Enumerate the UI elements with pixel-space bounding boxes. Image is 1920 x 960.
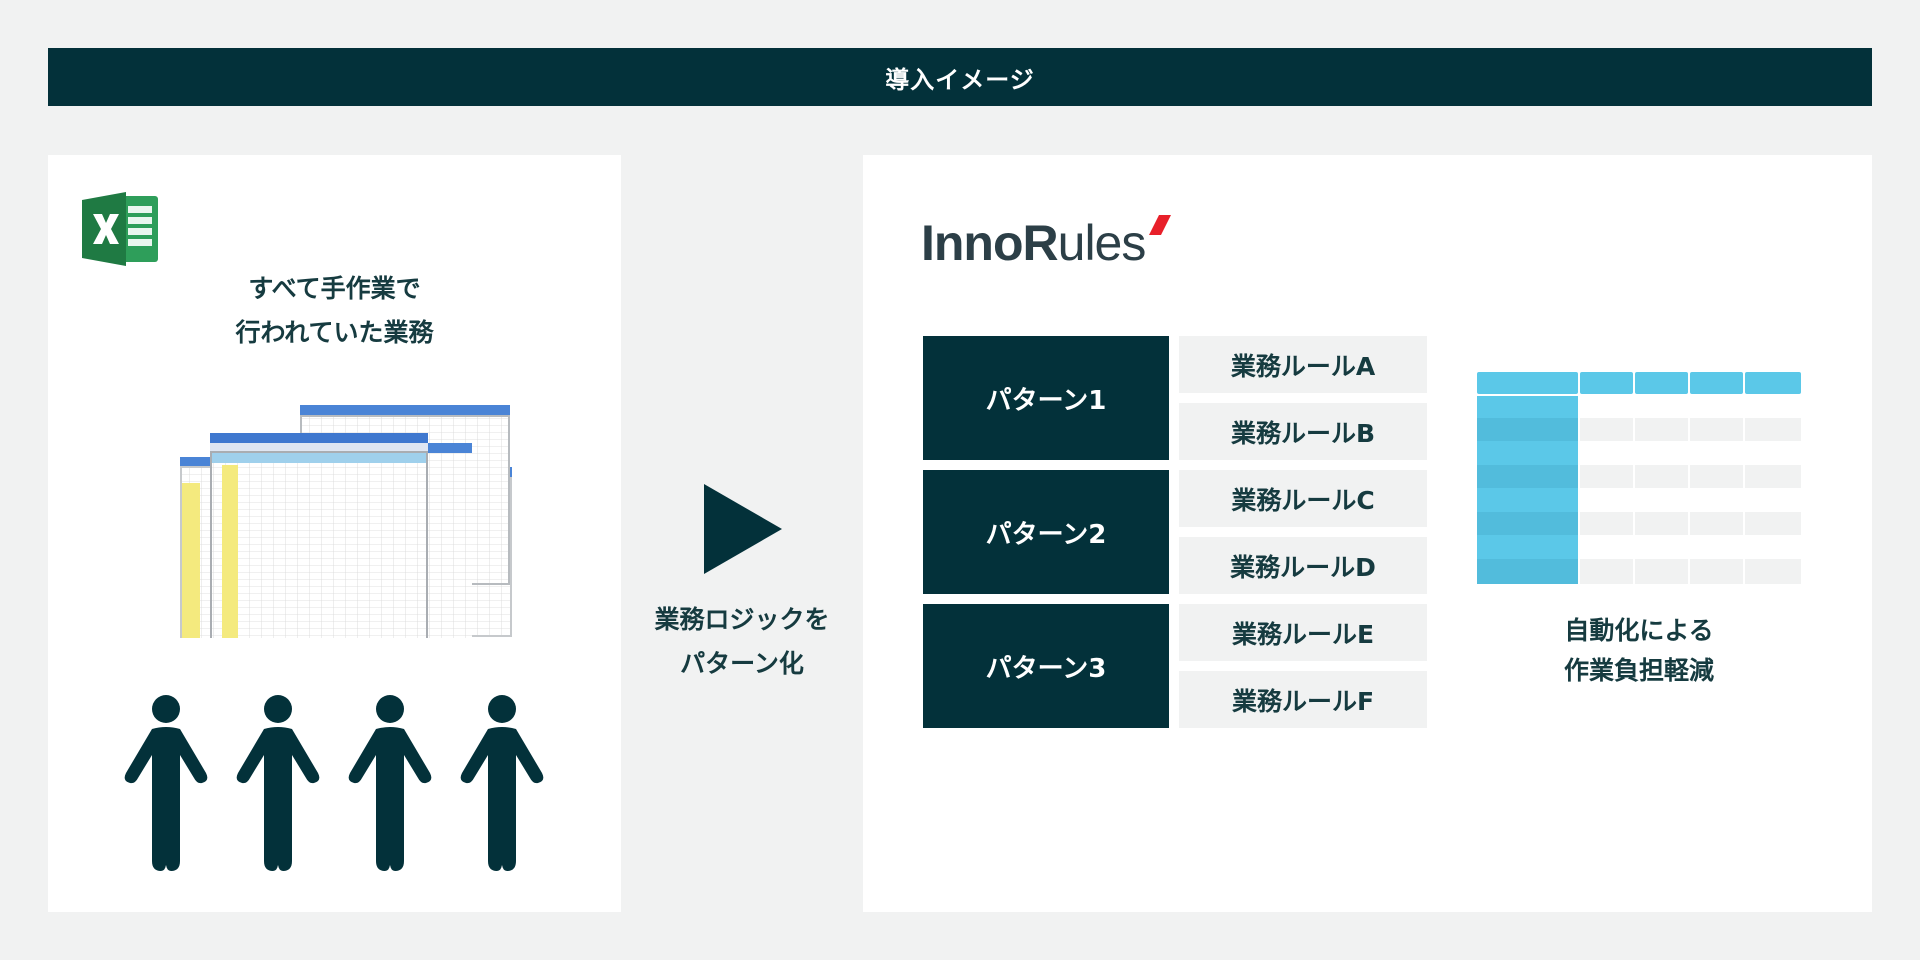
rule-label: 業務ルールF: [1231, 686, 1375, 716]
pattern-label: パターン2: [985, 519, 1107, 550]
pattern-box: パターン2: [923, 470, 1169, 594]
rule-label: 業務ルールE: [1231, 619, 1375, 649]
rule-label: 業務ルールD: [1230, 552, 1376, 582]
caption-line: 行われていた業務: [235, 318, 434, 347]
person-icon: [124, 695, 208, 871]
rule-box: 業務ルールB: [1179, 403, 1427, 460]
logo-accent-icon: [1149, 215, 1172, 235]
rule-box: 業務ルールD: [1179, 537, 1427, 594]
logo-bold: InnoR: [921, 215, 1059, 271]
workers-group: [124, 695, 544, 871]
pattern-box: パターン3: [923, 604, 1169, 728]
pattern-label: パターン1: [985, 385, 1107, 416]
person-icon: [348, 695, 432, 871]
person-icon: [236, 695, 320, 871]
arrow-caption: 業務ロジックを パターン化: [621, 598, 863, 686]
page-title: 導入イメージ: [885, 65, 1035, 94]
manual-work-panel: すべて手作業で 行われていた業務: [48, 155, 621, 912]
innorules-panel: InnoRules パターン1 業務ルールA 業務ルールB パターン2 業務ルー…: [863, 155, 1872, 912]
rule-label: 業務ルールC: [1231, 485, 1375, 515]
rule-box: 業務ルールC: [1179, 470, 1427, 527]
rule-box: 業務ルールE: [1179, 604, 1427, 661]
transform-arrow: 業務ロジックを パターン化: [621, 480, 863, 700]
caption-line: 作業負担軽減: [1563, 656, 1714, 685]
innorules-logo: InnoRules: [921, 213, 1172, 273]
logo-text: InnoRules: [921, 213, 1147, 273]
manual-work-caption: すべて手作業で 行われていた業務: [48, 267, 621, 355]
rule-box: 業務ルールA: [1179, 336, 1427, 393]
logo-light: ules: [1057, 215, 1147, 271]
automated-table-graphic: [1477, 372, 1801, 584]
person-icon: [460, 695, 544, 871]
pattern-box: パターン1: [923, 336, 1169, 460]
rule-box: 業務ルールF: [1179, 671, 1427, 728]
rule-label: 業務ルールA: [1230, 351, 1376, 381]
caption-line: 自動化による: [1564, 616, 1714, 645]
excel-icon: [82, 192, 158, 266]
play-arrow-icon: [704, 484, 782, 574]
caption-line: 業務ロジックを: [654, 605, 830, 634]
automation-caption: 自動化による 作業負担軽減: [1477, 611, 1801, 691]
caption-line: パターン化: [680, 649, 804, 678]
rule-label: 業務ルールB: [1230, 418, 1376, 448]
caption-line: すべて手作業で: [248, 274, 421, 303]
title-bar: 導入イメージ: [48, 48, 1872, 106]
pattern-label: パターン3: [985, 653, 1107, 684]
spreadsheet-stack-image: [180, 405, 512, 638]
